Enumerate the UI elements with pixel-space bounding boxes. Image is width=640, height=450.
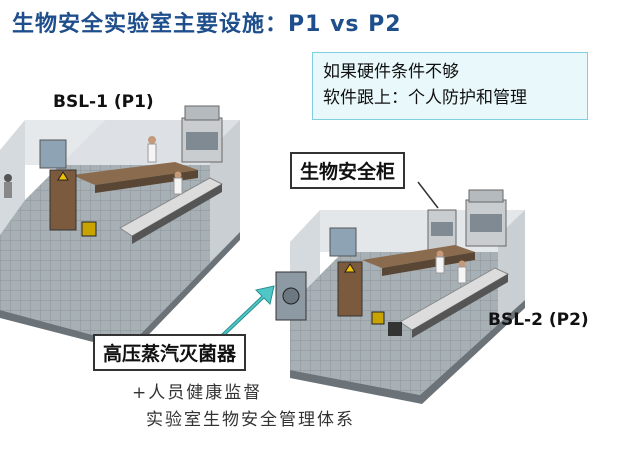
bsl2-biosafety-cabinet-1 xyxy=(427,209,457,251)
cabinet-pointer-line xyxy=(417,181,439,209)
bsl2-worker-2 xyxy=(457,260,467,284)
bsl1-window xyxy=(39,139,67,169)
autoclave-callout: 高压蒸汽灭菌器 xyxy=(93,334,247,371)
biosafety-cabinet-callout: 生物安全柜 xyxy=(290,152,406,189)
arrow-icon xyxy=(221,285,275,337)
note-line-2: 软件跟上：个人防护和管理 xyxy=(323,88,527,108)
bsl1-bench xyxy=(72,162,198,185)
bsl1-side-wall xyxy=(0,120,25,235)
bsl1-hazard-bin xyxy=(81,221,97,237)
handwritten-note-line-2: 实验室生物安全管理体系 xyxy=(146,410,355,430)
bsl2-autoclave xyxy=(275,271,307,321)
bsl1-lab-model xyxy=(0,105,240,352)
bsl1-fume-hood xyxy=(181,105,223,163)
bsl1-label: BSL-1 (P1) xyxy=(53,92,154,112)
bsl2-biosafety-cabinet-2 xyxy=(465,189,507,247)
bsl2-label: BSL-2 (P2) xyxy=(488,310,589,330)
bsl1-visitor xyxy=(4,174,12,198)
handwritten-note-line-1: +人员健康监督 xyxy=(132,383,263,403)
bsl2-worker-1 xyxy=(435,250,445,274)
page-title: 生物安全实验室主要设施：P1 vs P2 xyxy=(12,12,402,37)
bsl2-window xyxy=(329,227,357,257)
note-box: 如果硬件条件不够 软件跟上：个人防护和管理 xyxy=(312,52,588,120)
bsl2-cabinet xyxy=(337,261,363,317)
bsl2-lab-model xyxy=(275,189,525,404)
note-line-1: 如果硬件条件不够 xyxy=(323,62,459,82)
bsl1-worker-2 xyxy=(173,171,183,195)
bsl1-worker-1 xyxy=(147,136,157,163)
bsl2-waste-bin xyxy=(388,322,402,336)
bsl1-cabinet xyxy=(49,169,77,231)
bsl2-bench xyxy=(362,245,475,268)
bsl2-hazard-bin xyxy=(371,311,385,325)
